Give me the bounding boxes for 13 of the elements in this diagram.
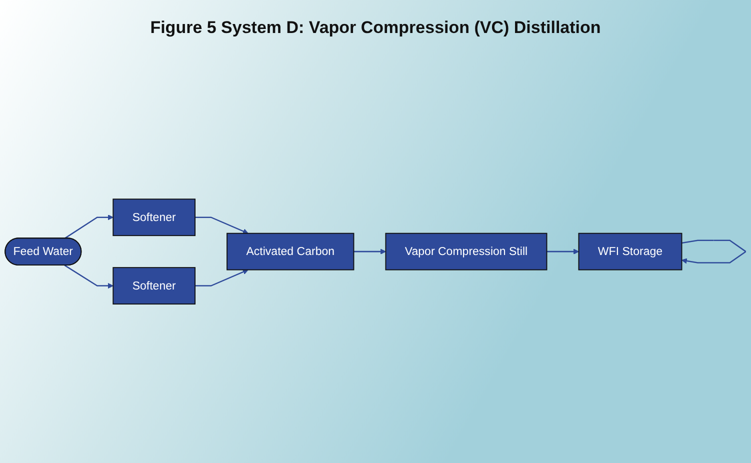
node-box: WFI Storage [578,232,682,270]
node-box: Softener [112,198,196,236]
arrow [354,248,386,254]
arrow [195,216,248,234]
arrow [546,248,579,254]
node-box: Activated Carbon [226,232,354,270]
arrow [195,269,248,286]
figure-title: Figure 5 System D: Vapor Compression (VC) Distillation [149,17,602,39]
node-box: Vapor Compression Still [385,232,548,270]
arrow [64,264,114,289]
arrow [64,214,114,239]
arrow [682,240,746,264]
node-box: Softener [112,267,196,304]
